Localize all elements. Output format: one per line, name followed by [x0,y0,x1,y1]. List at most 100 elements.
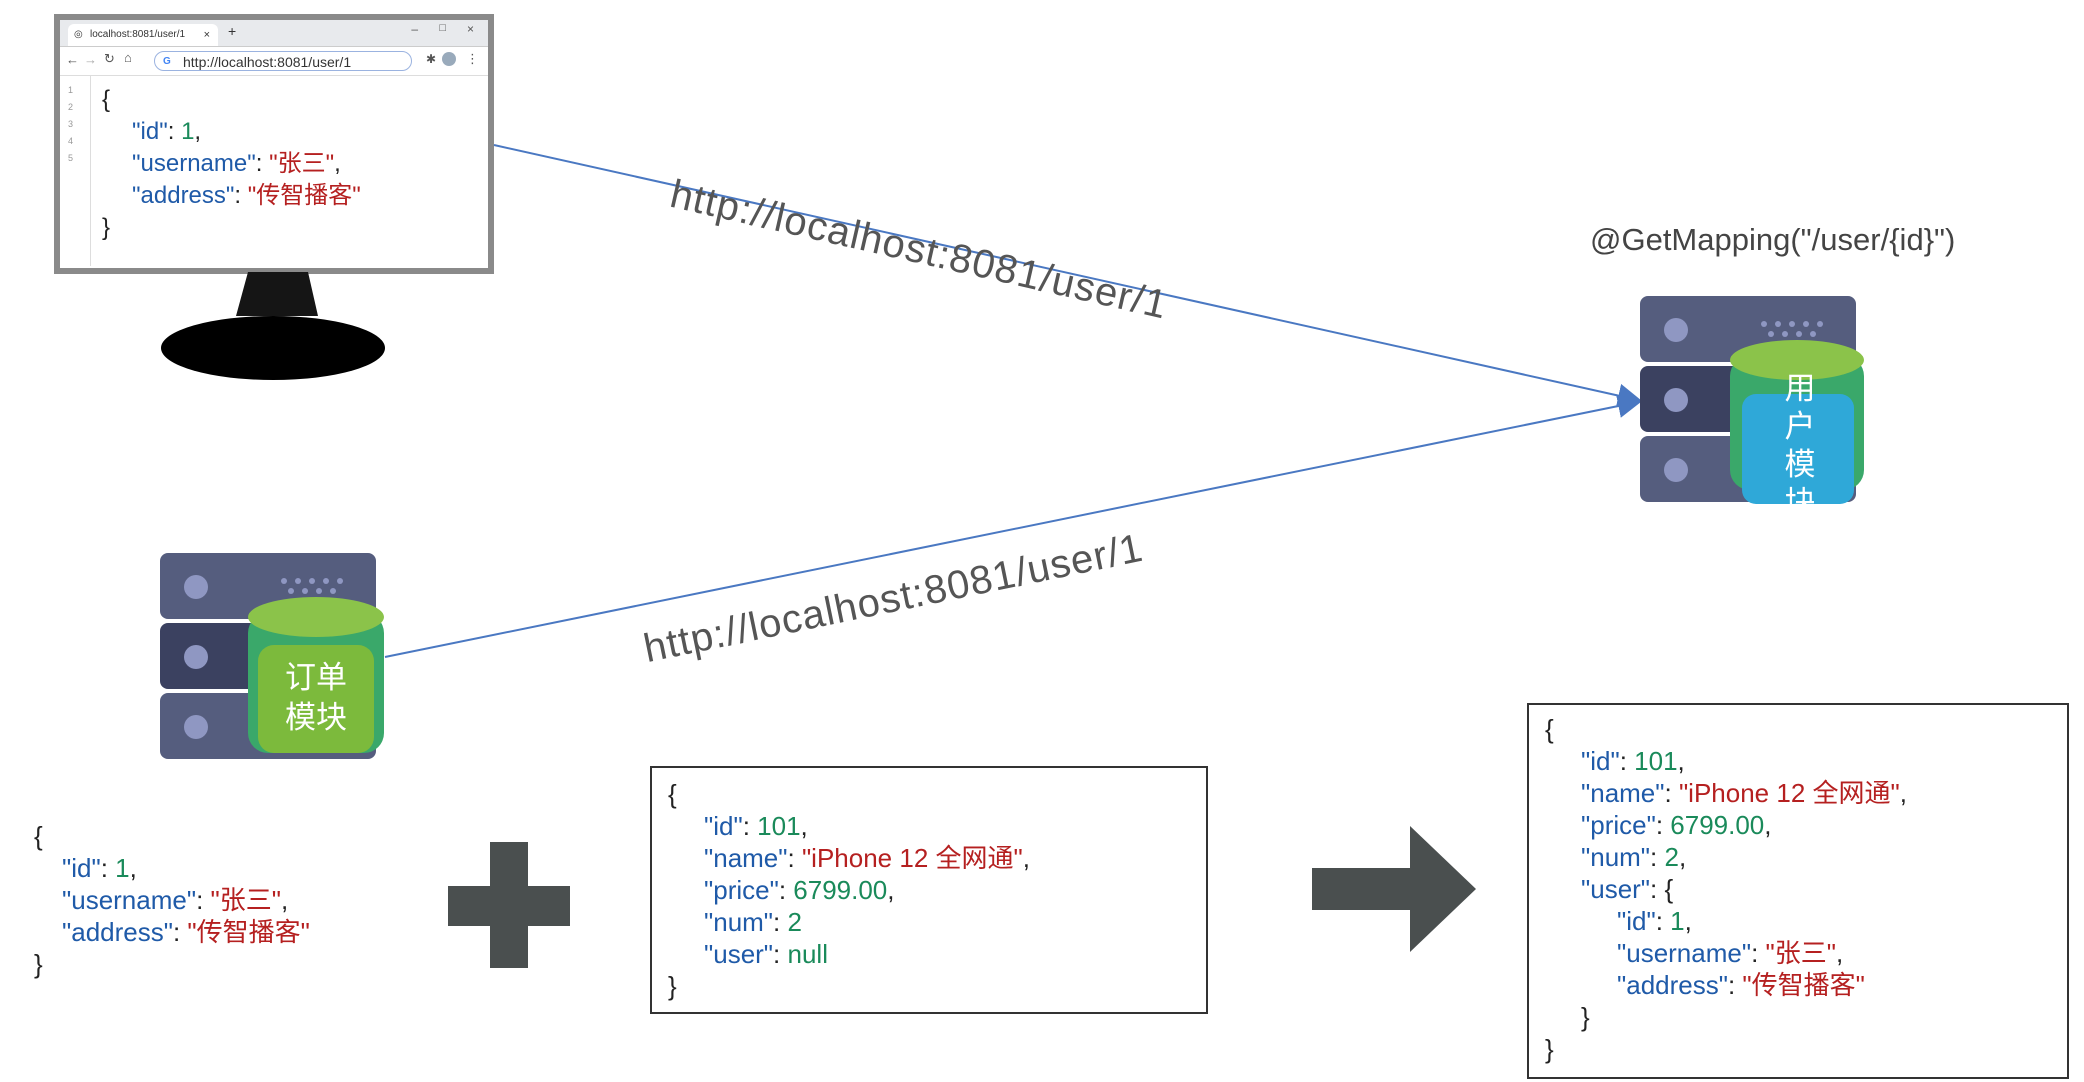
result-json-box: {"id": 101,"name": "iPhone 12 全网通","pric… [1527,703,2069,1079]
json-token: "张三" [269,150,335,177]
json-line: "id": 1, [102,116,361,148]
json-token: , [887,875,895,905]
request-arrow-order-service [384,394,1642,658]
line-number: 4 [68,136,74,146]
user-module-label: 用户模块 [1782,370,1818,522]
close-tab-icon[interactable]: × [203,29,210,41]
browser-tab[interactable]: ◎ localhost:8081/user/1 × [68,24,218,46]
maximize-icon[interactable]: □ [439,22,446,34]
json-line: "id": 1, [1545,905,1907,937]
json-token: "num" [1581,842,1651,872]
get-mapping-annotation: @GetMapping("/user/{id}") [1590,222,1956,257]
module-label-box [258,645,374,753]
order-module-label: 订单模块 [262,658,370,738]
menu-icon[interactable]: ⋮ [466,51,479,66]
json-token: "id" [62,853,101,883]
json-line: "id": 1, [34,852,310,884]
json-token: } [1545,1034,1554,1064]
user-server-icon [1640,296,1864,504]
json-token: : [1727,970,1743,1000]
google-icon: G [163,56,171,67]
json-token: "username" [132,150,256,177]
json-line: "num": 2 [668,906,1030,938]
json-line: { [1545,713,1907,745]
module-label-line: 模块 [285,700,347,735]
json-token: } [34,949,43,979]
json-token: , [129,853,137,883]
browser-toolbar: ← → ↻ ⌂ G http://localhost:8081/user/1 ✱… [60,47,488,76]
json-line: } [668,970,1030,1002]
minimize-icon[interactable]: – [411,22,418,36]
json-token: "传智播客" [247,182,361,209]
json-line: } [34,948,310,980]
result-arrow [1312,826,1476,952]
new-tab-icon[interactable]: + [228,23,237,39]
address-bar[interactable]: G http://localhost:8081/user/1 [154,51,412,71]
line-number: 3 [68,119,74,129]
json-token: 101 [1634,746,1678,776]
module-label-line: 订单 [285,660,347,695]
reload-icon[interactable]: ↻ [104,51,115,66]
json-token: : [1619,746,1635,776]
json-token: : [773,939,788,969]
json-token: 6799.00 [793,875,888,905]
json-token: } [668,971,677,1001]
json-token: { [102,86,111,113]
json-token: : [773,907,788,937]
json-token: "username" [62,885,197,915]
json-token: "username" [1617,938,1752,968]
order-server-icon [160,553,384,759]
window-close-icon[interactable]: × [466,22,474,36]
json-token: "price" [1581,810,1656,840]
back-icon[interactable]: ← [66,52,79,67]
json-token: "address" [1617,970,1728,1000]
json-token: : [172,917,188,947]
json-token: "price" [704,875,779,905]
monitor-base [161,316,385,380]
json-token: "iPhone 12 全网通" [1678,778,1900,808]
json-line: "id": 101, [1545,745,1907,777]
address-bar-url: http://localhost:8081/user/1 [183,54,352,70]
json-line: "name": "iPhone 12 全网通", [668,842,1030,874]
json-token: : [1650,842,1665,872]
json-token: , [1678,842,1687,872]
json-line: "address": "传智播客" [102,180,361,212]
json-token: : [167,118,182,145]
json-token: , [800,811,808,841]
json-token: , [1836,938,1844,968]
json-token: "address" [62,917,173,947]
json-token: : [255,150,270,177]
json-line: "name": "iPhone 12 全网通", [1545,777,1907,809]
json-token: "id" [1581,746,1620,776]
home-icon[interactable]: ⌂ [124,50,132,65]
json-token: "id" [1617,906,1656,936]
json-token: : [787,843,802,873]
monitor-neck [236,272,318,316]
json-line: "num": 2, [1545,841,1907,873]
json-token: "id" [132,118,168,145]
json-line: "user": { [1545,873,1907,905]
forward-icon[interactable]: → [84,52,97,67]
json-token: "name" [704,843,788,873]
json-token: { [1545,714,1554,744]
json-token: "num" [704,907,774,937]
line-number: 2 [68,102,74,112]
json-token: "user" [704,939,774,969]
json-token: "张三" [1765,938,1836,968]
json-token: , [1677,746,1685,776]
extensions-icon[interactable]: ✱ [426,52,437,66]
json-line: "id": 101, [668,810,1030,842]
json-token: 2 [1664,842,1679,872]
json-token: 101 [757,811,801,841]
json-token: 1 [181,118,195,145]
request-arrow-browser [493,144,1642,408]
module-label-line: 户 [1784,409,1816,444]
json-token: : [1664,778,1679,808]
json-token: : [742,811,758,841]
json-token: : [1751,938,1766,968]
json-token: , [281,885,289,915]
avatar[interactable] [442,52,456,66]
browser-window: ◎ localhost:8081/user/1 × + – □ × ← → ↻ … [54,14,494,274]
